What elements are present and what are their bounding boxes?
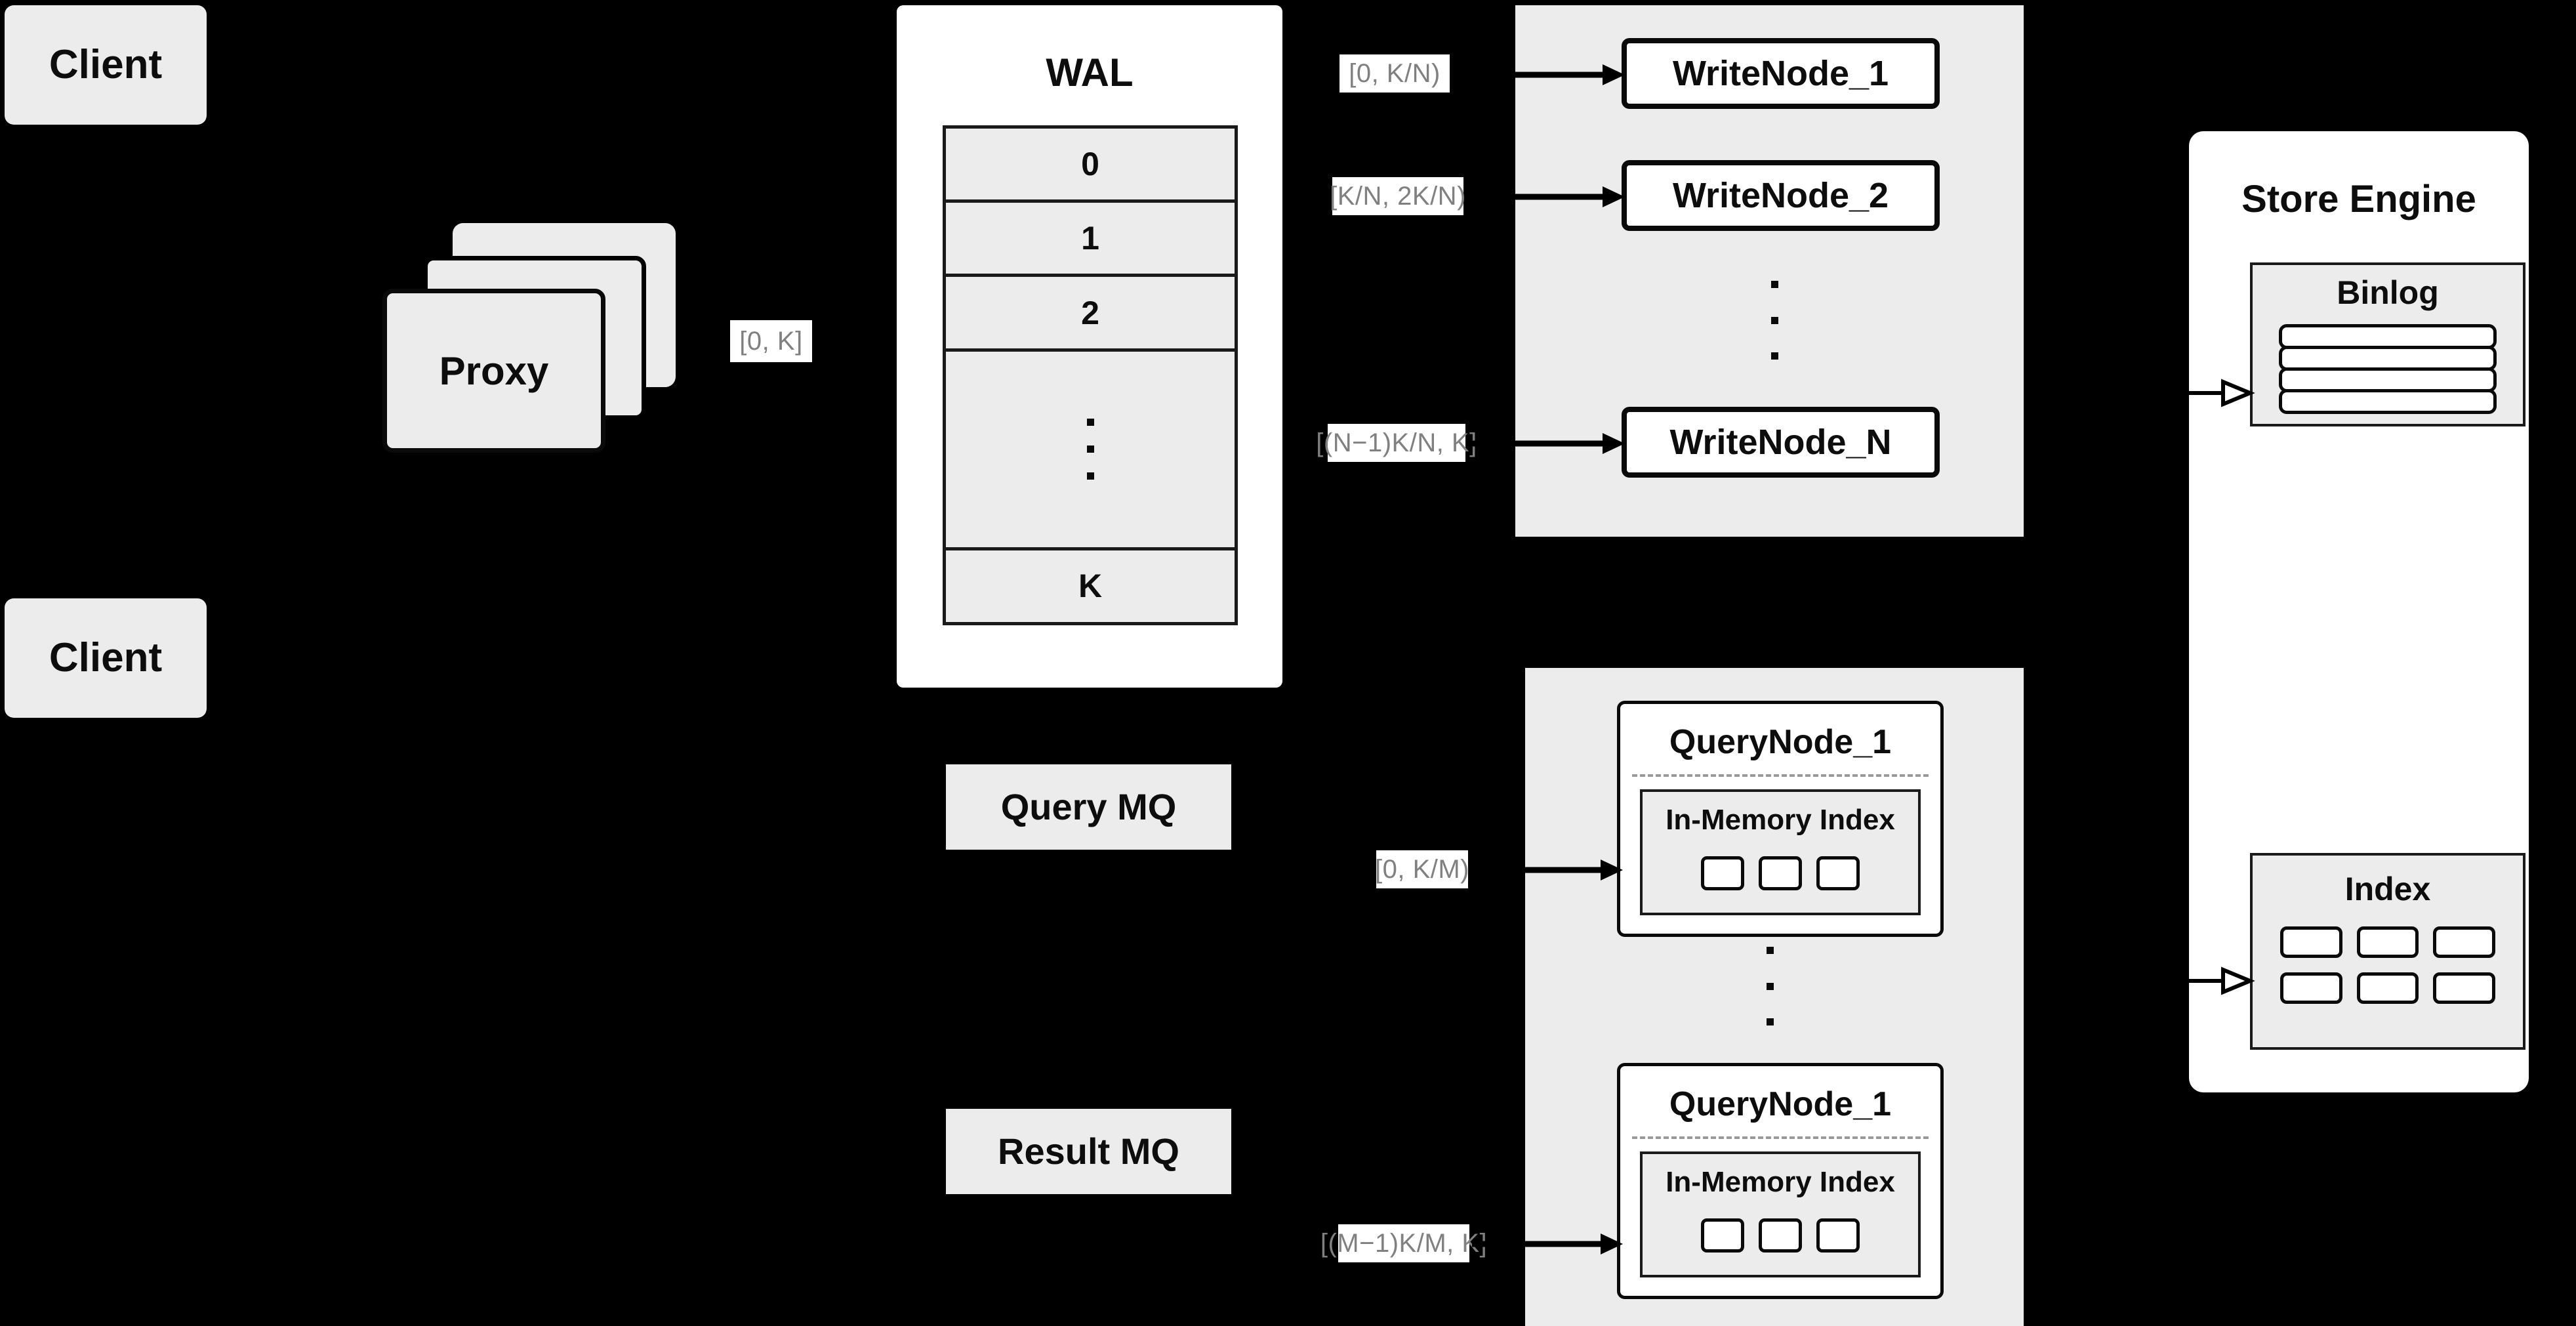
- index-cell[interactable]: [2280, 926, 2342, 958]
- query-mq-label: Query MQ: [1000, 786, 1177, 828]
- ellipsis-dot: [1770, 281, 1778, 288]
- wal-row: 0: [946, 129, 1235, 203]
- arrow-to-write-node-2: [1466, 186, 1625, 207]
- proxy-label: Proxy: [439, 348, 549, 393]
- binlog-row[interactable]: [2279, 346, 2497, 371]
- wal-row: K: [946, 550, 1235, 622]
- arrow-to-query-node-1: [1471, 860, 1623, 881]
- arrow-to-query-node-2: [1472, 1233, 1623, 1254]
- ellipsis-dot: [1770, 316, 1778, 324]
- client-box-2[interactable]: Client: [5, 598, 207, 718]
- store-index-panel: Index: [2250, 853, 2525, 1050]
- wal-panel: WAL 0 1 2 K: [897, 5, 1282, 688]
- client-label: Client: [49, 41, 163, 87]
- in-memory-index-panel-2: In-Memory Index: [1640, 1151, 1921, 1277]
- index-cell[interactable]: [2433, 926, 2495, 958]
- binlog-title: Binlog: [2337, 274, 2439, 311]
- write-node-label: WriteNode_1: [1672, 54, 1889, 93]
- arrow-to-store-index: [2189, 966, 2255, 995]
- index-cell[interactable]: [2356, 972, 2419, 1004]
- query-node-divider: [1632, 774, 1929, 777]
- query-node-label: QueryNode_1: [1669, 1085, 1892, 1123]
- in-memory-index-label: In-Memory Index: [1666, 804, 1895, 836]
- write-node-2[interactable]: WriteNode_2: [1622, 160, 1940, 231]
- write-node-1-range-label: [0, K/N): [1339, 54, 1450, 93]
- ellipsis-dot: [1086, 472, 1094, 480]
- write-node-label: WriteNode_2: [1672, 176, 1889, 215]
- ellipsis-dot: [1766, 1018, 1774, 1026]
- write-node-2-range-label: [K/N, 2K/N): [1330, 177, 1465, 215]
- ellipsis-dot: [1766, 947, 1774, 954]
- in-memory-index-cells: [1643, 1218, 1918, 1253]
- index-cell[interactable]: [1816, 1218, 1860, 1253]
- arrow-to-binlog: [2189, 379, 2255, 407]
- in-memory-index-label: In-Memory Index: [1666, 1166, 1895, 1198]
- store-engine-title: Store Engine: [2241, 178, 2476, 220]
- index-cell[interactable]: [2280, 972, 2342, 1004]
- result-mq-label: Result MQ: [998, 1130, 1179, 1172]
- ellipsis-dot: [1766, 982, 1774, 990]
- ellipsis-dot: [1086, 445, 1094, 453]
- wal-table: 0 1 2 K: [943, 125, 1238, 625]
- client-box-1[interactable]: Client: [5, 5, 207, 125]
- index-cell[interactable]: [1701, 856, 1744, 890]
- binlog-row[interactable]: [2279, 389, 2497, 414]
- index-cell[interactable]: [2433, 972, 2495, 1004]
- index-cell[interactable]: [1816, 856, 1860, 890]
- store-engine-panel: Store Engine Binlog Index: [2189, 131, 2529, 1092]
- query-mq-box[interactable]: Query MQ: [946, 764, 1231, 850]
- store-index-title: Index: [2344, 871, 2431, 907]
- in-memory-index-cells: [1643, 856, 1918, 890]
- client-label: Client: [49, 634, 163, 680]
- index-cell[interactable]: [1701, 1218, 1744, 1253]
- query-node-2-range-label: [(M−1)K/M, K]: [1320, 1224, 1487, 1262]
- wal-row: 1: [946, 203, 1235, 278]
- query-cluster-ellipsis: [1765, 947, 1775, 1026]
- result-mq-box[interactable]: Result MQ: [946, 1109, 1231, 1194]
- query-node-1-range-label: [0, K/M): [1375, 850, 1469, 888]
- store-index-grid: [2280, 926, 2495, 1004]
- write-cluster-ellipsis: [1769, 281, 1780, 360]
- wal-row: 2: [946, 277, 1235, 352]
- wal-row-ellipsis: [946, 351, 1235, 550]
- proxy-range-label: [0, K]: [730, 320, 812, 362]
- binlog-rows: [2279, 324, 2497, 414]
- query-node-label: QueryNode_1: [1669, 723, 1892, 761]
- index-cell[interactable]: [2356, 926, 2419, 958]
- arrow-to-write-node-n: [1468, 433, 1625, 454]
- wal-title: WAL: [1046, 51, 1134, 94]
- query-node-1[interactable]: QueryNode_1 In-Memory Index: [1617, 701, 1944, 937]
- binlog-panel: Binlog: [2250, 262, 2525, 426]
- ellipsis-dot: [1770, 352, 1778, 360]
- index-cell[interactable]: [1759, 856, 1802, 890]
- write-node-label: WriteNode_N: [1669, 423, 1892, 462]
- proxy-card-front[interactable]: Proxy: [382, 289, 605, 453]
- write-node-1[interactable]: WriteNode_1: [1622, 38, 1940, 109]
- ellipsis-dot: [1086, 419, 1094, 426]
- arrow-to-write-node-1: [1453, 64, 1625, 85]
- query-node-divider: [1632, 1136, 1929, 1139]
- write-node-n[interactable]: WriteNode_N: [1622, 407, 1940, 478]
- in-memory-index-panel-1: In-Memory Index: [1640, 789, 1921, 915]
- query-node-2[interactable]: QueryNode_1 In-Memory Index: [1617, 1063, 1944, 1299]
- index-cell[interactable]: [1759, 1218, 1802, 1253]
- write-node-n-range-label: [(N−1)K/N, K]: [1316, 424, 1477, 462]
